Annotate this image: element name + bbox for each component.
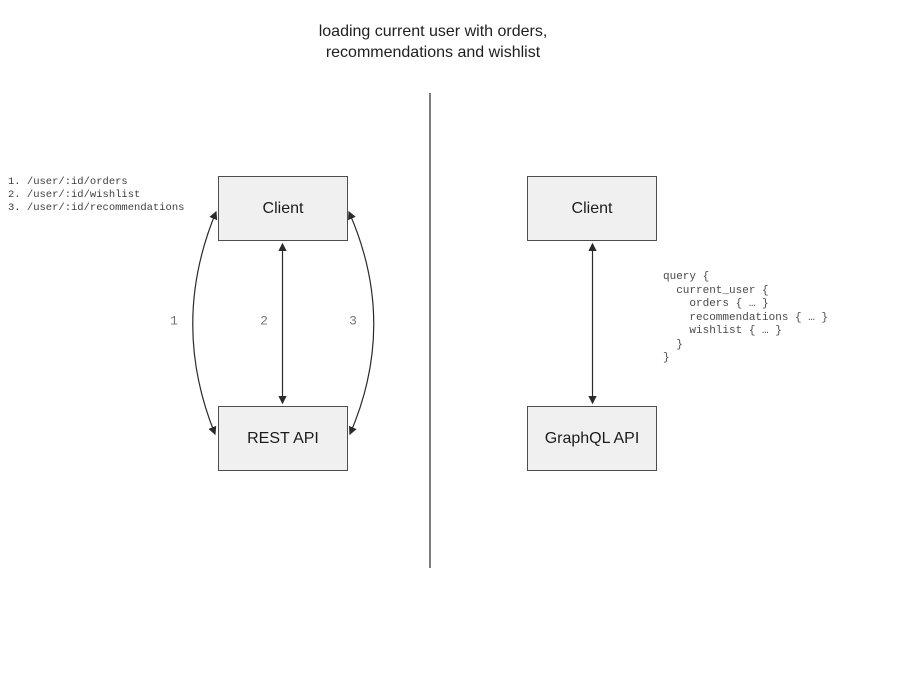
rest-api-label: REST API	[247, 429, 319, 447]
rest-endpoint-list: 1. /user/:id/orders 2. /user/:id/wishlis…	[8, 176, 184, 215]
title-line-2: recommendations and wishlist	[325, 44, 541, 61]
rest-client-node: Client	[218, 176, 348, 241]
rest-endpoint-recommendations: 3. /user/:id/recommendations	[8, 202, 185, 214]
rest-arrow-label-3: 3	[349, 313, 357, 329]
rest-arrow-1-curve	[192, 210, 218, 436]
graphql-client-node: Client	[527, 176, 657, 241]
rest-endpoint-wishlist: 2. /user/:id/wishlist	[8, 189, 141, 201]
graphql-query-code: query { current_user { orders { … } reco…	[663, 271, 829, 364]
title-line-1: loading current user with orders,	[318, 23, 548, 40]
panel-divider-line	[429, 93, 431, 568]
rest-endpoint-orders: 1. /user/:id/orders	[8, 176, 128, 188]
rest-arrow-label-1: 1	[170, 313, 178, 329]
diagram-title: loading current user with orders, recomm…	[319, 21, 548, 63]
rest-arrow-label-2: 2	[260, 313, 268, 329]
graphql-api-label: GraphQL API	[544, 429, 640, 447]
rest-api-node: REST API	[218, 406, 348, 471]
graphql-client-label: Client	[571, 199, 613, 217]
rest-client-label: Client	[262, 199, 304, 217]
graphql-api-node: GraphQL API	[527, 406, 657, 471]
